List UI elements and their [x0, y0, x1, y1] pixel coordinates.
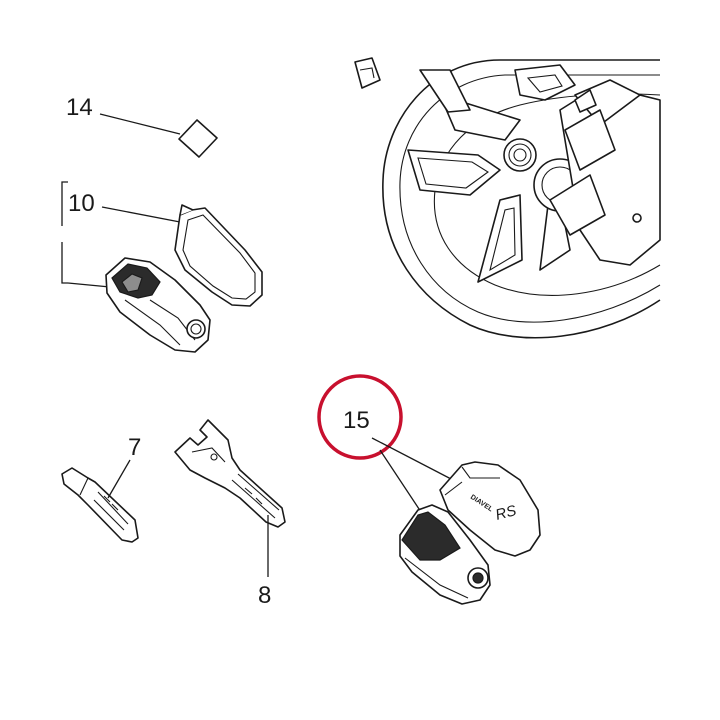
highlight-circle-15	[317, 374, 403, 460]
callout-14: 14	[66, 94, 93, 121]
leader-15b	[379, 449, 426, 519]
callout-7: 7	[128, 434, 141, 461]
part-14-diamond	[178, 119, 218, 158]
part-7-key-blade	[61, 467, 139, 543]
part-10-cover	[174, 204, 263, 307]
leader-10	[101, 206, 181, 223]
leader-15a	[371, 437, 454, 481]
part-8-key-blade	[174, 419, 286, 528]
leader-7	[107, 459, 131, 499]
callout-8: 8	[258, 582, 271, 609]
part-15-upper-cover: DIAVEL RS	[439, 461, 541, 557]
leader-10b	[67, 282, 111, 288]
part-15-lower-cover	[399, 504, 491, 605]
leader-14	[99, 113, 181, 135]
key-suffix-label: RS	[494, 502, 519, 524]
bracket-10	[61, 181, 68, 226]
callout-15: 15	[343, 407, 370, 434]
part-10-key-body	[105, 257, 211, 353]
callout-10: 10	[68, 190, 95, 217]
motorcycle-wheel-illustration	[354, 57, 661, 339]
bracket-10-lower	[61, 242, 68, 284]
